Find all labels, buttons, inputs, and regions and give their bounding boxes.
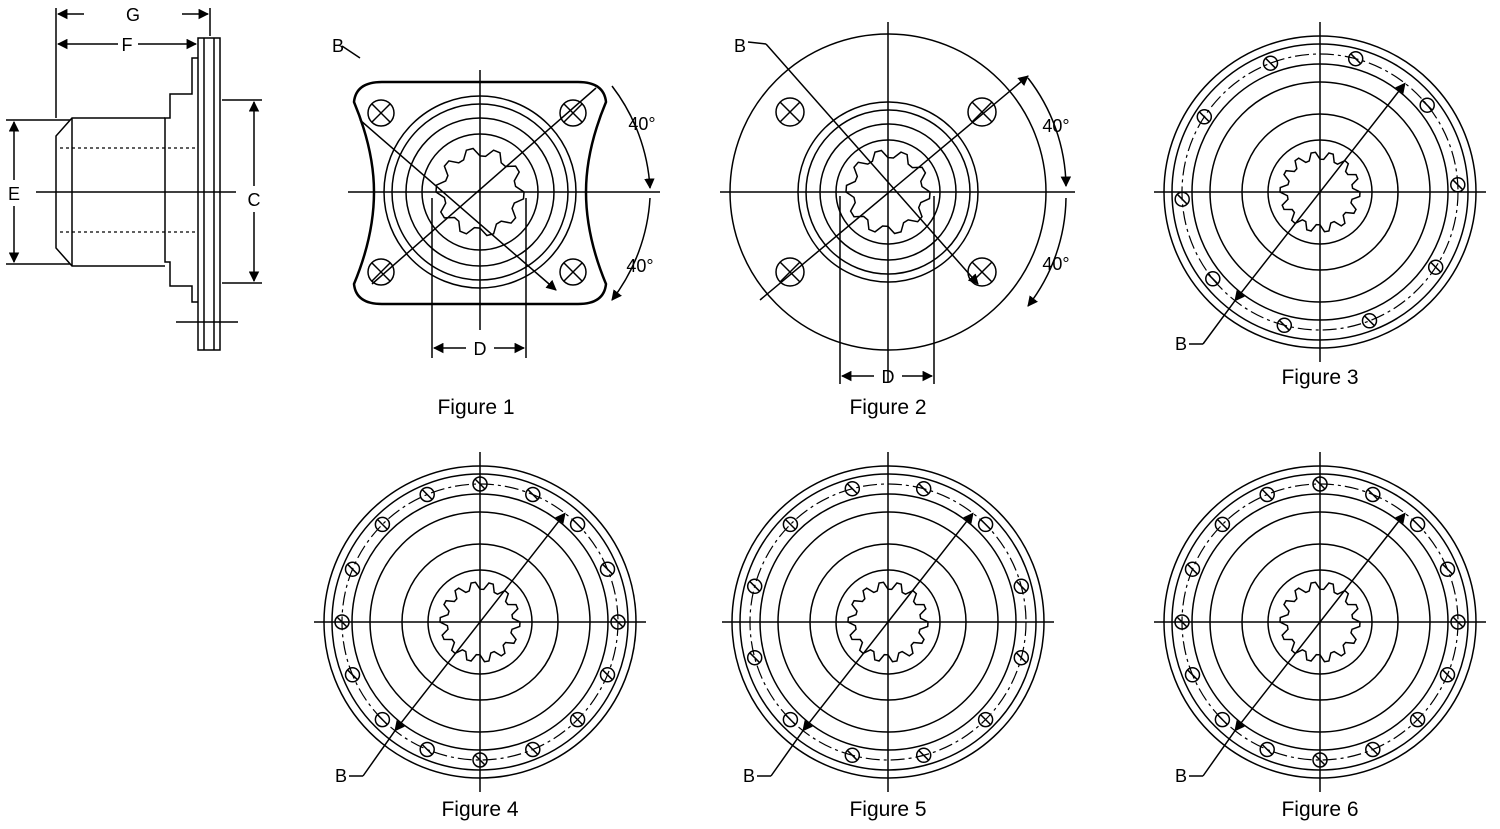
figure-2-angle-top: 40° xyxy=(1042,116,1069,136)
bolt-hole xyxy=(1439,561,1456,577)
bolt-hole xyxy=(1365,486,1381,503)
figure-2-round-flange: B 40° 40° D Figure 2 xyxy=(720,22,1075,419)
dimension-f-label: F xyxy=(122,35,133,55)
bolt-hole xyxy=(344,667,361,683)
bolt-hole xyxy=(1427,259,1444,275)
bolt-holes xyxy=(746,480,1030,764)
figure-4-multi-hole-flange: B Figure 4 xyxy=(314,452,646,821)
figure-2-d-label: D xyxy=(882,367,895,387)
bolt-holes xyxy=(1174,50,1466,334)
figure-4-caption: Figure 4 xyxy=(441,798,518,821)
bolt-hole xyxy=(599,561,616,577)
bolt-hole xyxy=(1439,667,1456,683)
bolt-hole xyxy=(746,649,763,666)
bolt-hole xyxy=(977,516,994,533)
bolt-hole xyxy=(1214,711,1231,728)
bolt-hole xyxy=(1419,97,1435,113)
figure-1-angle-bottom: 40° xyxy=(626,256,653,276)
bolt-hole xyxy=(1409,516,1426,533)
bolt-hole xyxy=(915,747,932,764)
bolt-hole xyxy=(782,711,799,728)
bolt-hole xyxy=(374,711,391,728)
figure-4-b-label: B xyxy=(335,766,347,786)
figure-5-b-label: B xyxy=(743,766,755,786)
figure-1-bolt-holes xyxy=(367,99,587,286)
figure-1-d-label: D xyxy=(474,339,487,359)
bolt-hole xyxy=(1205,271,1221,287)
figure-1-caption: Figure 1 xyxy=(437,396,514,419)
bolt-hole xyxy=(419,741,435,758)
bolt-hole xyxy=(844,480,861,497)
bolt-hole xyxy=(1259,741,1275,758)
dimension-e-label: E xyxy=(8,184,20,204)
figure-6-multi-hole-flange: B Figure 6 xyxy=(1154,452,1486,821)
figure-2-spline xyxy=(845,149,931,235)
bolt-hole xyxy=(977,711,994,728)
bolt-hole xyxy=(1184,561,1201,577)
figure-2-b-label: B xyxy=(734,36,746,56)
dimension-c-label: C xyxy=(248,190,261,210)
figure-6-b-label: B xyxy=(1175,766,1187,786)
bolt-hole xyxy=(1365,741,1381,758)
bolt-hole xyxy=(782,516,799,533)
bolt-hole xyxy=(374,516,391,533)
side-view: G F E C xyxy=(6,5,262,351)
bolt-hole xyxy=(569,516,586,533)
bolt-hole xyxy=(569,711,586,728)
figure-1-angle-top: 40° xyxy=(628,114,655,134)
figure-5-multi-hole-flange: B Figure 5 xyxy=(722,452,1054,821)
bolt-hole xyxy=(1184,667,1201,683)
bolt-hole xyxy=(525,741,541,758)
figure-3-multi-hole-flange: B Figure 3 xyxy=(1154,22,1486,389)
bolt-hole xyxy=(746,578,763,595)
figure-2-caption: Figure 2 xyxy=(849,396,926,419)
bolt-hole xyxy=(1259,486,1275,503)
bolt-hole xyxy=(344,561,361,577)
figure-3-b-label: B xyxy=(1175,334,1187,354)
bolt-hole xyxy=(1409,711,1426,728)
figure-2-angle-bottom: 40° xyxy=(1042,254,1069,274)
bolt-hole xyxy=(1196,109,1213,125)
figure-3-caption: Figure 3 xyxy=(1281,366,1358,389)
figure-1-b-label: B xyxy=(332,36,344,56)
bolt-hole xyxy=(1214,516,1231,533)
bolt-hole xyxy=(599,667,616,683)
bolt-hole xyxy=(525,486,541,503)
bolt-hole xyxy=(419,486,435,503)
bolt-hole xyxy=(1262,55,1279,71)
figure-5-caption: Figure 5 xyxy=(849,798,926,821)
figure-1-square-flange: B 40° 40° D Figure 1 xyxy=(332,36,660,419)
bolt-hole xyxy=(844,747,861,764)
bolt-hole xyxy=(1013,649,1030,666)
bolt-hole xyxy=(1361,313,1378,329)
bolt-hole xyxy=(1347,50,1364,67)
bolt-hole xyxy=(1013,578,1030,595)
dimension-g-label: G xyxy=(126,5,140,25)
figure-6-caption: Figure 6 xyxy=(1281,798,1358,821)
bolt-hole xyxy=(915,480,932,497)
bolt-hole xyxy=(1276,317,1293,334)
